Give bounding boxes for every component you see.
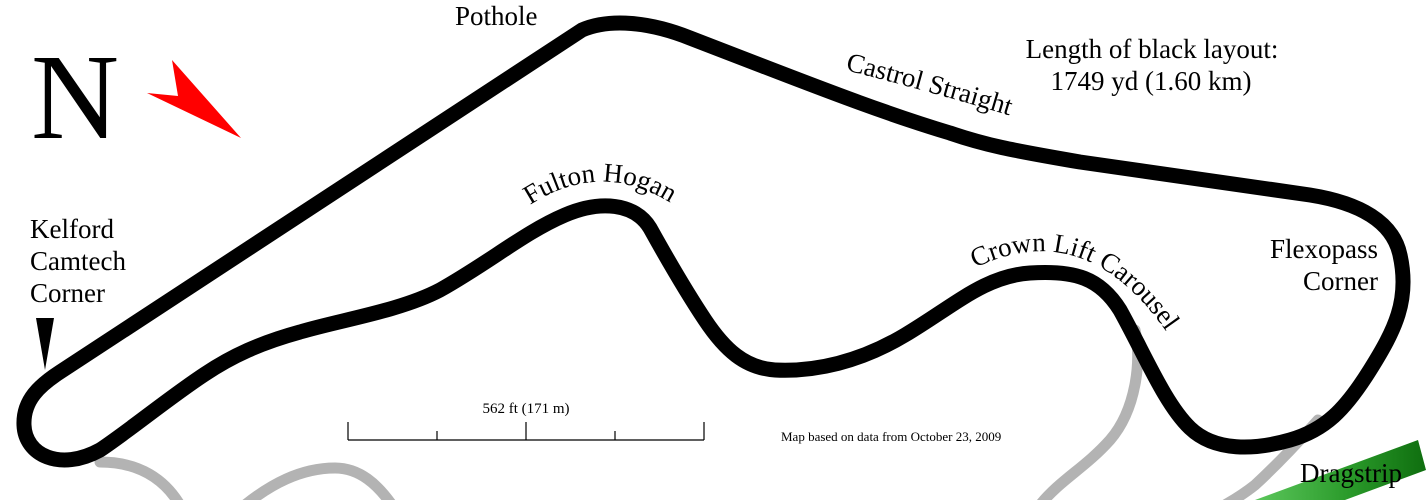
scale-label: 562 ft (171 m) bbox=[482, 401, 569, 417]
north-arrow-icon bbox=[147, 60, 241, 138]
label-kelford-line2: Camtech bbox=[30, 246, 126, 276]
scale-bar bbox=[347, 422, 705, 441]
track-layout bbox=[16, 15, 1411, 468]
start-marker-icon bbox=[36, 318, 54, 370]
label-flexopass-line2: Corner bbox=[1303, 266, 1378, 296]
dragstrip-strip bbox=[1255, 440, 1426, 500]
label-pothole: Pothole bbox=[455, 1, 538, 31]
north-label: N bbox=[31, 30, 119, 165]
label-kelford-line3: Corner bbox=[30, 278, 105, 308]
alternate-layout bbox=[94, 324, 1324, 500]
length-title: Length of black layout: bbox=[1026, 34, 1279, 64]
label-kelford-line1: Kelford bbox=[30, 214, 114, 244]
source-note: Map based on data from October 23, 2009 bbox=[781, 429, 1001, 444]
length-value: 1749 yd (1.60 km) bbox=[1051, 66, 1252, 96]
label-flexopass-line1: Flexopass bbox=[1270, 234, 1378, 264]
label-dragstrip: Dragstrip bbox=[1300, 458, 1402, 488]
